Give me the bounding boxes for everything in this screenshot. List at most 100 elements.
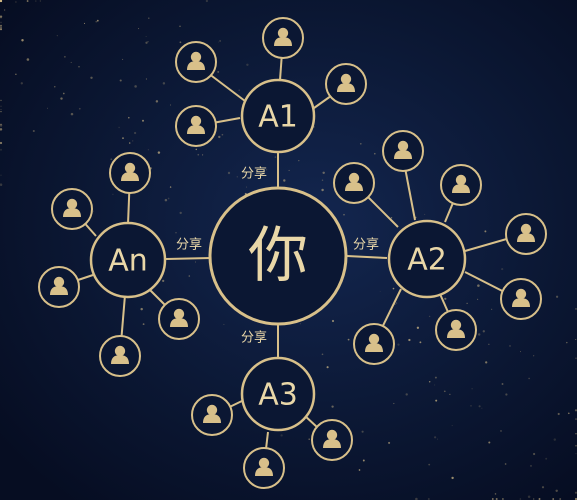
sparkle-dot <box>321 353 324 356</box>
person-node <box>191 394 233 436</box>
sparkle-dot <box>21 38 24 42</box>
sparkle-dot <box>60 97 63 100</box>
sparkle-dot <box>0 148 2 151</box>
sparkle-dot <box>466 302 468 305</box>
sparkle-dot <box>434 436 437 439</box>
person-node <box>311 419 353 461</box>
person-node <box>262 17 304 59</box>
sparkle-dot <box>110 158 113 161</box>
person-node <box>333 162 375 204</box>
sparkle-dot <box>575 453 577 455</box>
sparkle-dot <box>533 498 535 500</box>
share-label-a1: 分享 <box>241 166 267 182</box>
sparkle-dot <box>90 76 93 80</box>
sparkle-dot <box>142 119 144 122</box>
sparkle-dot <box>393 402 395 405</box>
sparkle-dot <box>147 149 150 151</box>
sparkle-dot <box>491 308 493 310</box>
sparkle-dot <box>559 498 562 500</box>
sparkle-dot <box>0 174 2 176</box>
sparkle-dot <box>128 116 130 119</box>
sparkle-dot <box>552 498 555 500</box>
sparkle-dot <box>92 210 94 212</box>
sparkle-dot <box>444 297 447 300</box>
sparkle-dot <box>145 41 148 44</box>
hub-label-a3: A3 <box>258 378 298 413</box>
sparkle-dot <box>470 405 472 407</box>
sparkle-dot <box>491 498 494 500</box>
sparkle-dot <box>134 85 137 88</box>
sparkle-dot <box>132 140 134 142</box>
sparkle-dot <box>574 497 577 500</box>
sparkle-dot <box>405 393 408 396</box>
sparkle-dot <box>179 211 182 215</box>
sparkle-dot <box>574 497 577 500</box>
person-node <box>500 278 542 320</box>
hub-node-a2: A2 <box>387 219 467 299</box>
sparkle-dot <box>575 357 577 360</box>
sparkle-dot <box>219 40 221 42</box>
sparkle-dot <box>322 171 325 175</box>
sparkle-dot <box>0 110 2 113</box>
sparkle-dot <box>574 409 577 412</box>
link-center-an <box>165 257 212 260</box>
sparkle-dot <box>519 498 522 500</box>
sparkle-dot <box>47 107 48 109</box>
sparkle-dot <box>169 186 172 188</box>
sparkle-dot <box>95 21 97 23</box>
sparkle-dot <box>477 284 480 287</box>
hub-node-a3: A3 <box>240 356 316 432</box>
sparkle-dot <box>3 9 6 11</box>
sparkle-dot <box>274 156 277 158</box>
sparkle-dot <box>145 35 147 37</box>
sparkle-dot <box>35 0 37 2</box>
sparkle-dot <box>478 405 481 408</box>
sparkle-dot <box>218 135 221 139</box>
sparkle-dot <box>331 319 335 323</box>
sparkle-dot <box>0 141 3 145</box>
sparkle-dot <box>434 376 437 379</box>
person-node <box>435 309 477 351</box>
sparkle-dot <box>505 393 508 396</box>
sparkle-dot <box>566 341 568 344</box>
sparkle-dot <box>175 232 177 234</box>
sparkle-dot <box>167 197 170 200</box>
sparkle-dot <box>26 58 30 61</box>
sparkle-dot <box>195 237 197 240</box>
sparkle-dot <box>245 186 248 188</box>
sparkle-dot <box>78 107 81 110</box>
person-node <box>505 213 547 255</box>
sparkle-dot <box>0 128 3 131</box>
sparkle-dot <box>64 56 66 58</box>
sparkle-dot <box>575 339 577 341</box>
sparkle-dot <box>484 230 487 233</box>
sparkle-dot <box>0 28 2 31</box>
sparkle-dot <box>179 25 181 27</box>
center-label: 你 <box>248 221 308 291</box>
sparkle-dot <box>428 381 431 383</box>
sparkle-dot <box>343 213 345 216</box>
sparkle-dot <box>397 343 400 346</box>
sparkle-dot <box>527 495 531 499</box>
sparkle-dot <box>145 78 147 80</box>
sparkle-dot <box>0 109 2 111</box>
sparkle-dot <box>416 326 420 329</box>
sparkle-dot <box>218 41 220 43</box>
sparkle-dot <box>15 73 17 75</box>
sparkle-dot <box>179 41 182 44</box>
sparkle-dot <box>555 489 558 493</box>
sparkle-dot <box>280 434 283 437</box>
person-node <box>99 335 141 377</box>
sparkle-dot <box>170 104 172 106</box>
sparkle-dot <box>155 100 159 103</box>
sparkle-dot <box>221 133 224 136</box>
person-node <box>382 130 424 172</box>
sparkle-dot <box>197 153 200 156</box>
sparkle-dot <box>32 129 35 133</box>
sparkle-dot <box>217 70 220 73</box>
sparkle-dot <box>557 412 560 416</box>
person-node <box>175 41 217 83</box>
sparkle-dot <box>451 425 453 427</box>
sparkle-dot <box>390 217 393 219</box>
